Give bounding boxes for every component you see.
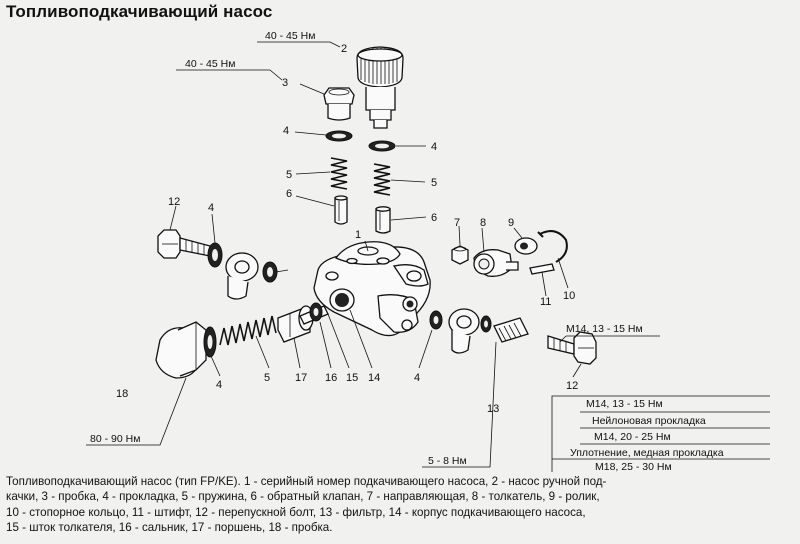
exploded-pump-diagram: 2 3 4 4 5 5 6 6 1 12 4 7 8 9 10 11 18 4 …: [86, 30, 770, 472]
filter-torque-label: 5 - 8 Нм: [428, 455, 467, 467]
callout-numbers: 2 3 4 4 5 5 6 6 1 12 4 7 8 9 10 11 18 4 …: [116, 43, 578, 415]
callout-16: 16: [325, 372, 337, 384]
caption-line: 15 - шток толкателя, 16 - сальник, 17 - …: [6, 521, 333, 535]
callout-17: 17: [295, 372, 307, 384]
callout-4: 4: [283, 125, 289, 137]
callout-2: 2: [341, 43, 347, 55]
plug-part: [323, 87, 355, 121]
snap-ring-part: [537, 230, 568, 263]
filter-part: [493, 317, 529, 343]
pump-housing-part: [313, 241, 431, 337]
check-valve-right: [375, 206, 391, 234]
callout-12: 12: [168, 196, 180, 208]
caption-line: Топливоподкачивающий насос (тип FP/KE). …: [6, 475, 607, 488]
callout-6: 6: [286, 188, 292, 200]
spec-labels: 40 - 45 Нм 40 - 45 Нм M14, 13 - 15 Нм M1…: [90, 30, 724, 472]
piston-part: [277, 305, 314, 343]
callout-14: 14: [368, 372, 380, 384]
spec-m14-a: M14, 13 - 15 Нм: [586, 398, 663, 410]
callout-4: 4: [216, 379, 222, 391]
callout-13: 13: [487, 403, 499, 415]
callout-3: 3: [282, 77, 288, 89]
callout-6: 6: [431, 212, 437, 224]
gasket-big-plug: [203, 326, 217, 358]
gasket-right-b: [480, 315, 492, 333]
callout-5: 5: [431, 177, 437, 189]
gasket-upper-left: [325, 130, 353, 142]
callout-8: 8: [480, 217, 486, 229]
check-valve-left: [334, 195, 348, 225]
page-title: Топливоподкачивающий насос: [6, 2, 273, 21]
spring-upper-left: [330, 157, 348, 190]
guide-part: [451, 245, 469, 265]
plug-torque-label: 40 - 45 Нм: [185, 58, 235, 70]
callout-4: 4: [414, 372, 420, 384]
spec-m14-b: M14, 20 - 25 Нм: [594, 431, 671, 443]
spring-left: [219, 315, 277, 346]
big-plug-torque-label: 80 - 90 Нм: [90, 433, 140, 445]
copper-seal-label: Уплотнение, медная прокладка: [570, 447, 724, 459]
caption-line: 10 - стопорное кольцо, 11 - штифт, 12 - …: [6, 505, 586, 519]
overflow-bolt-left: [157, 229, 211, 259]
spec-underlines: [552, 411, 770, 460]
callout-5: 5: [286, 169, 292, 181]
callout-4: 4: [208, 202, 214, 214]
tappet-part: [473, 249, 519, 277]
callout-9: 9: [508, 217, 514, 229]
callout-15: 15: [346, 372, 358, 384]
leader-lines: [86, 41, 770, 472]
callout-10: 10: [563, 290, 575, 302]
nylon-gasket-label: Нейлоновая прокладка: [592, 415, 706, 427]
pump-torque-label: 40 - 45 Нм: [265, 30, 315, 42]
gasket-upper-right: [368, 140, 396, 152]
banjo-fitting-right: [448, 308, 480, 354]
banjo-fitting-left: [225, 252, 259, 300]
callout-1: 1: [355, 229, 361, 241]
callout-11: 11: [540, 296, 551, 308]
gasket-left-a: [207, 242, 223, 268]
callout-18: 18: [116, 388, 128, 400]
spec-m18: M18, 25 - 30 Нм: [595, 461, 672, 472]
hand-primer-pump-part: [356, 46, 404, 129]
pin-part: [529, 263, 555, 275]
callout-12: 12: [566, 380, 578, 392]
figure-caption: Топливоподкачивающий насос (тип FP/KE). …: [6, 474, 796, 536]
gasket-left-b: [262, 261, 278, 283]
callout-7: 7: [454, 217, 460, 229]
overflow-bolt-right: [547, 331, 597, 365]
gasket-right-a: [429, 310, 443, 330]
spring-upper-right: [373, 163, 391, 196]
callout-5: 5: [264, 372, 270, 384]
callout-4: 4: [431, 141, 437, 153]
bolt-torque-top-label: M14, 13 - 15 Нм: [566, 323, 643, 335]
oil-seal-part: [309, 302, 323, 322]
big-plug-part: [155, 321, 207, 379]
caption-line: качки, 3 - пробка, 4 - прокладка, 5 - пр…: [6, 490, 600, 504]
roller-part: [514, 237, 538, 255]
